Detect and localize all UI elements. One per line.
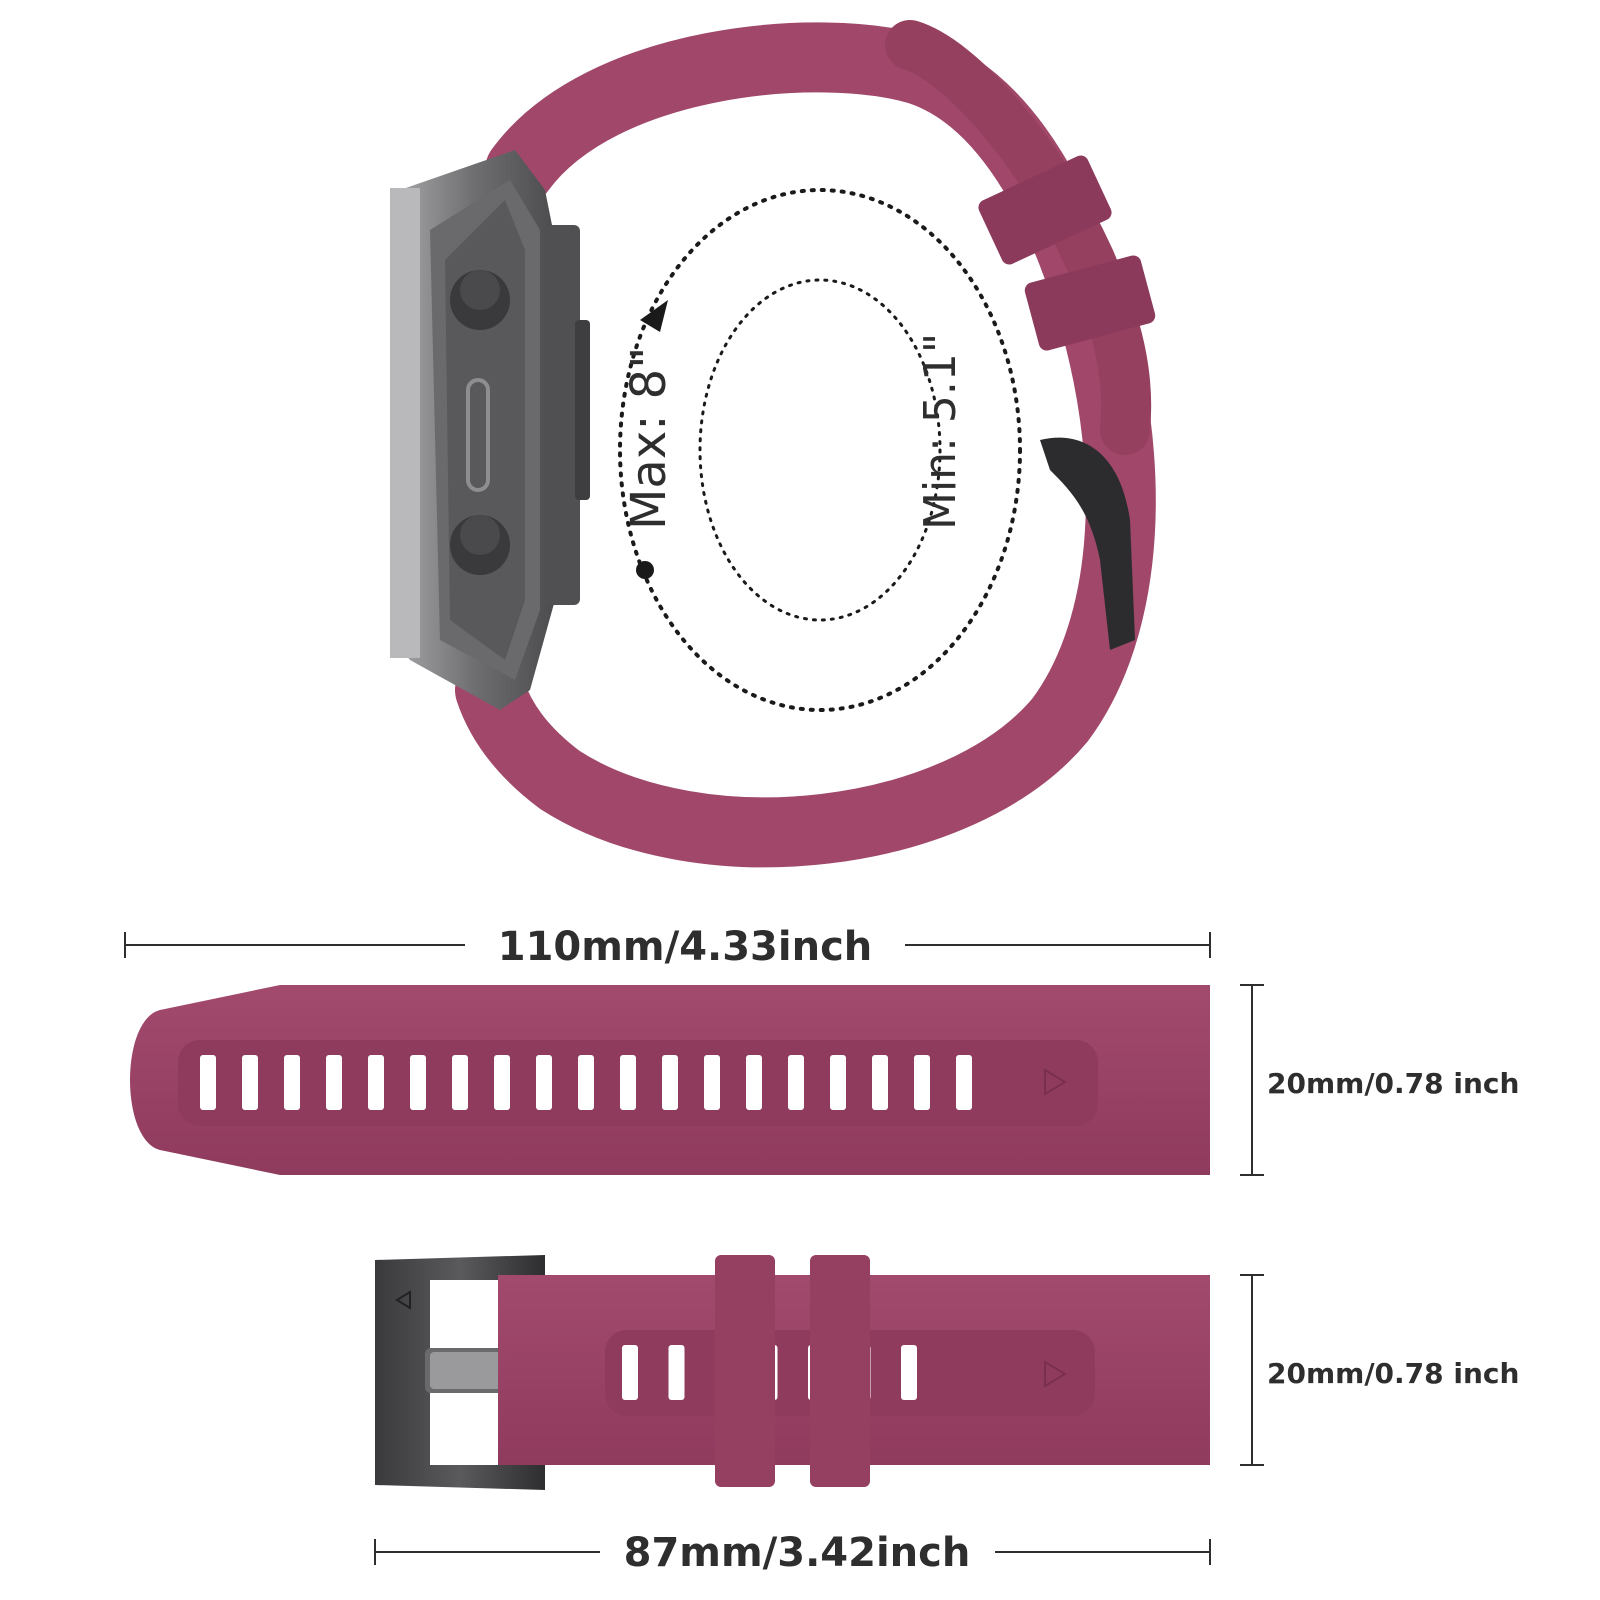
- strap-keeper: [715, 1255, 775, 1487]
- strap-hole: [662, 1055, 678, 1110]
- max-circumference-ring: [618, 188, 1022, 712]
- strap-hole: [410, 1055, 426, 1110]
- strap-keeper: [810, 1255, 870, 1487]
- band-tail: [885, 20, 1152, 455]
- strap-hole: [536, 1055, 552, 1110]
- strap-hole: [746, 1055, 762, 1110]
- strap-hole: [242, 1055, 258, 1110]
- strap-hole: [830, 1055, 846, 1110]
- strap-hole: [872, 1055, 888, 1110]
- strap-hole: [668, 1345, 685, 1400]
- strap-hole: [620, 1055, 636, 1110]
- strap-hole: [788, 1055, 804, 1110]
- min-circumference-ring: [698, 278, 942, 622]
- measure-start-dot: [636, 561, 654, 579]
- arrow-triangle-icon: [1044, 1068, 1067, 1096]
- strap-hole: [914, 1055, 930, 1110]
- arrow-triangle-icon: [1044, 1360, 1067, 1388]
- short-strap-section: 20mm/0.78 inch 87mm/3.42inch: [374, 1255, 1519, 1576]
- short-strap-length-label: 87mm/3.42inch: [624, 1530, 971, 1576]
- strap-hole: [704, 1055, 720, 1110]
- strap-hole: [200, 1055, 216, 1110]
- strap-hole: [452, 1055, 468, 1110]
- long-strap-holes: [200, 1055, 972, 1110]
- wrist-diagram: Max: 8" Min: 5.1": [390, 20, 1156, 868]
- strap-hole: [622, 1345, 638, 1400]
- long-strap-length-label: 110mm/4.33inch: [498, 924, 873, 970]
- min-size-label: Min: 5.1": [915, 333, 966, 530]
- strap-hole: [901, 1345, 917, 1400]
- band-keeper: [978, 155, 1112, 265]
- arrow-triangle-icon: [640, 300, 668, 332]
- band-keeper: [1024, 255, 1156, 351]
- long-strap-width-label: 20mm/0.78 inch: [1267, 1067, 1519, 1100]
- short-strap-width-label: 20mm/0.78 inch: [1267, 1357, 1519, 1390]
- strap-hole: [326, 1055, 342, 1110]
- buckle-icon: [1040, 437, 1135, 650]
- long-strap-section: 110mm/4.33inch 20mm/0.78 inch: [124, 924, 1519, 1176]
- strap-hole: [368, 1055, 384, 1110]
- strap-hole: [494, 1055, 510, 1110]
- max-size-label: Max: 8": [621, 347, 677, 530]
- strap-hole: [578, 1055, 594, 1110]
- watch-side-icon: [390, 150, 590, 710]
- strap-hole: [284, 1055, 300, 1110]
- strap-hole: [956, 1055, 972, 1110]
